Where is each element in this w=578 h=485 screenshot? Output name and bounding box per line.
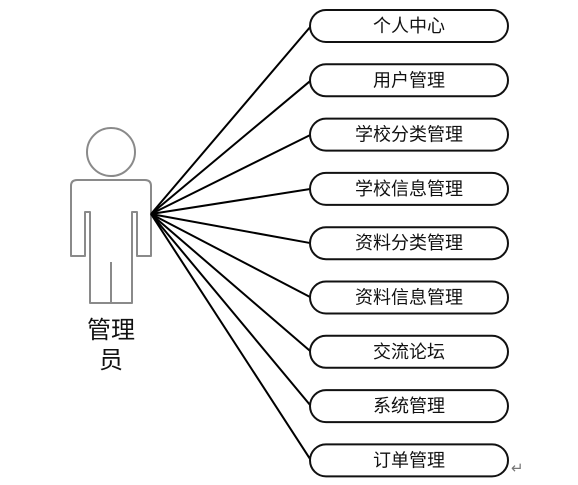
connector-line xyxy=(150,187,312,215)
use-case-box-shape xyxy=(309,226,509,261)
use-case-label: 个人中心 xyxy=(373,16,445,37)
connector-line xyxy=(150,79,312,215)
actor-person-icon xyxy=(70,127,152,304)
connector-lines xyxy=(150,25,312,461)
use-case-label: 资料分类管理 xyxy=(355,233,463,254)
connector-line xyxy=(150,213,312,299)
use-case-box-shape xyxy=(309,389,509,424)
use-case-box-shape xyxy=(309,280,509,315)
use-case-box-shape xyxy=(309,443,509,478)
use-case-label: 资料信息管理 xyxy=(355,288,463,309)
use-case-box: 资料分类管理 xyxy=(309,226,509,261)
actor-head xyxy=(86,127,136,177)
use-case-box: 学校分类管理 xyxy=(309,117,509,152)
use-case-label: 系统管理 xyxy=(373,396,445,417)
use-case-box: 订单管理 xyxy=(309,443,509,478)
paragraph-return-icon: ↵ xyxy=(511,459,524,477)
use-case-label: 交流论坛 xyxy=(373,342,445,363)
connector-line xyxy=(150,213,312,407)
use-case-boxes: 个人中心用户管理学校分类管理学校信息管理资料分类管理资料信息管理交流论坛系统管理… xyxy=(309,9,509,478)
connector-line xyxy=(150,213,312,245)
use-case-box-shape xyxy=(309,117,509,152)
use-case-box: 系统管理 xyxy=(309,389,509,424)
use-case-box: 交流论坛 xyxy=(309,334,509,369)
actor-body xyxy=(70,179,152,304)
connector-line xyxy=(150,213,312,353)
actor-label-line1: 管理 xyxy=(87,316,135,344)
connector-line xyxy=(150,25,312,215)
use-case-label: 订单管理 xyxy=(373,450,445,471)
use-case-box-shape xyxy=(309,334,509,369)
use-case-box: 学校信息管理 xyxy=(309,171,509,206)
actor-label: 管理 员 xyxy=(70,315,152,375)
use-case-box: 资料信息管理 xyxy=(309,280,509,315)
use-case-box: 个人中心 xyxy=(309,9,509,43)
actor-label-line2: 员 xyxy=(99,346,123,374)
use-case-label: 用户管理 xyxy=(373,70,445,91)
use-case-box-shape xyxy=(309,63,509,98)
use-case-label: 学校分类管理 xyxy=(355,125,463,146)
use-case-box-shape xyxy=(309,171,509,206)
use-case-label: 学校信息管理 xyxy=(355,179,463,200)
connector-line xyxy=(150,133,312,215)
use-case-box-shape xyxy=(309,9,509,43)
use-case-box: 用户管理 xyxy=(309,63,509,98)
connector-line xyxy=(150,213,312,461)
